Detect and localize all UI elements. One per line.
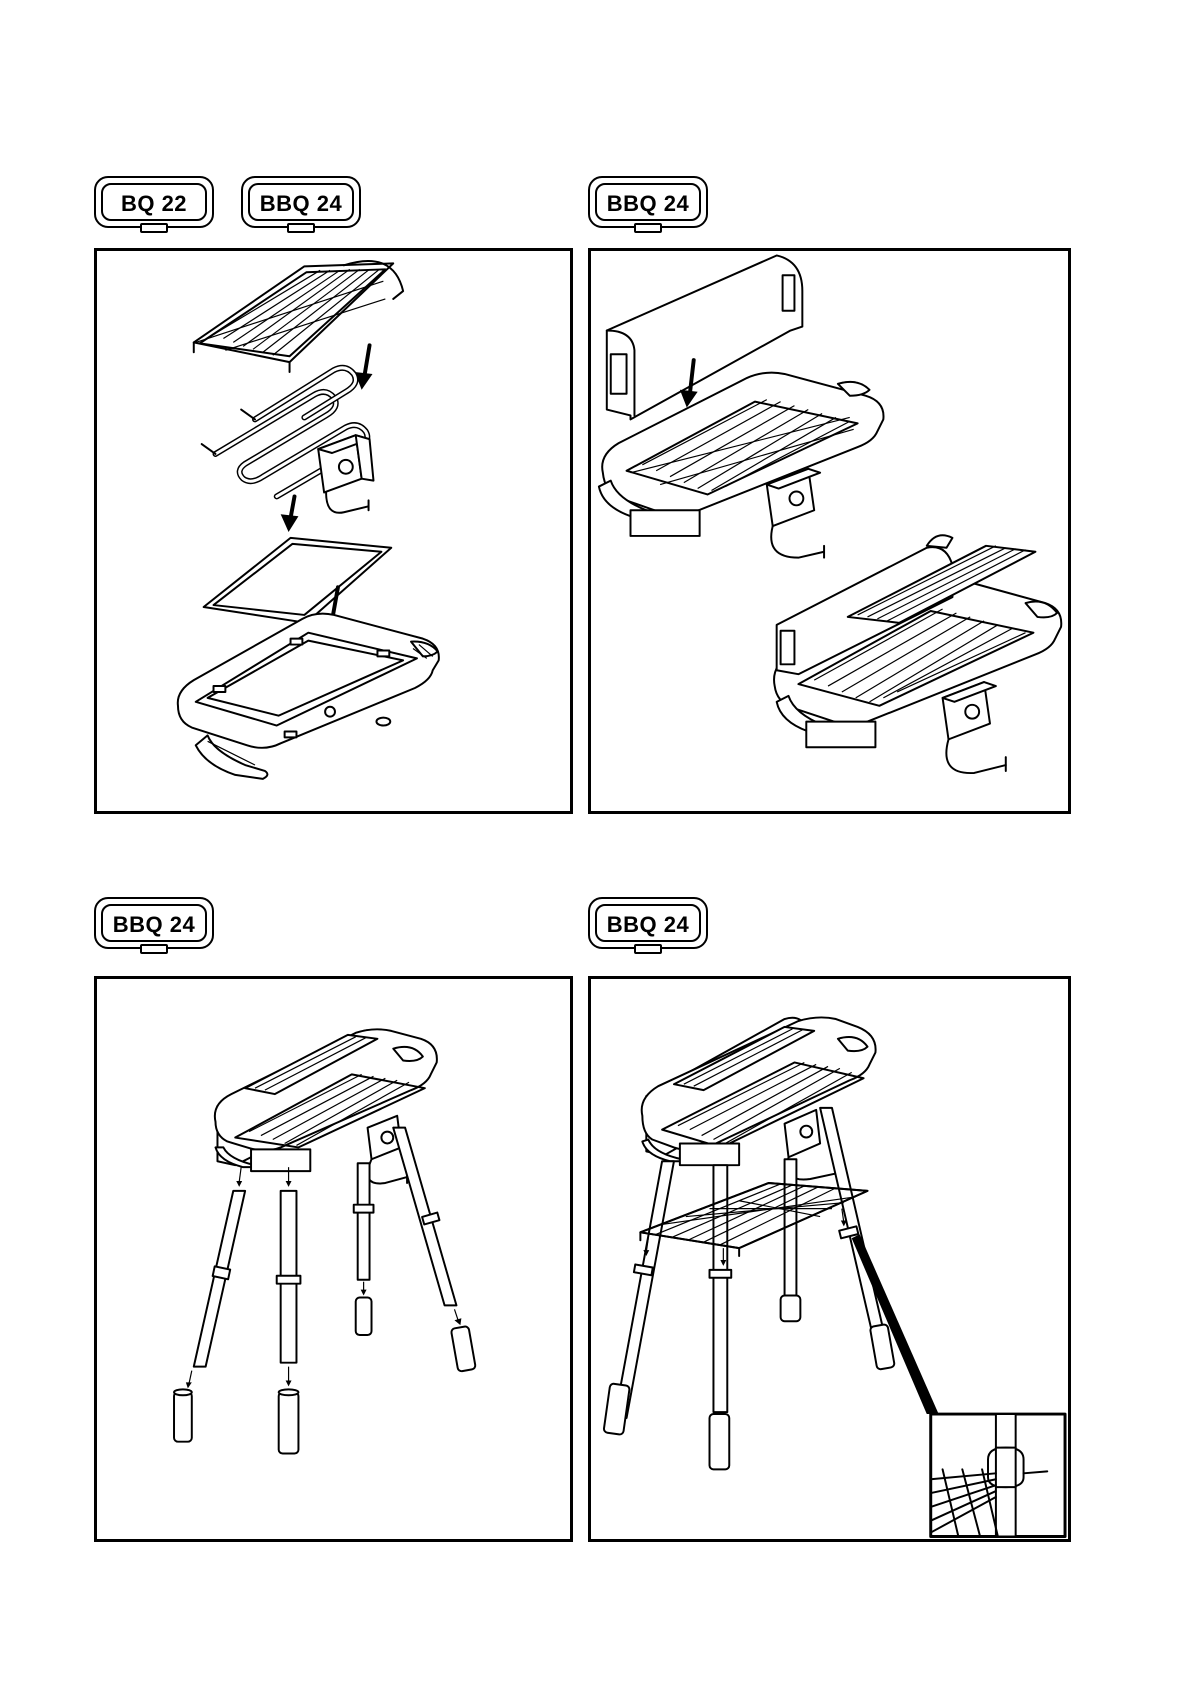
leg-back-right — [393, 1128, 476, 1372]
attach-shelf-illustration — [591, 979, 1068, 1539]
legs — [603, 1108, 894, 1469]
model-tag-label: BBQ 24 — [96, 912, 212, 938]
model-tag-bbq24: BBQ 24 — [241, 176, 361, 228]
model-tag-bbq24: BBQ 24 — [588, 176, 708, 228]
leg-back-left — [354, 1163, 374, 1335]
leg-front-right — [277, 1167, 301, 1453]
assembled-grill-with-shield — [774, 535, 1061, 773]
attach-legs-illustration — [97, 979, 570, 1539]
storage-shelf — [640, 1183, 867, 1256]
wind-shield-illustration — [591, 251, 1068, 811]
assembly-arrow — [281, 496, 299, 532]
grill-base — [178, 614, 439, 779]
model-tag-bbq24: BBQ 24 — [94, 897, 214, 949]
figure-panel-attach-legs — [94, 976, 573, 1542]
figure-panel-exploded-assembly — [94, 248, 573, 814]
model-tag-label: BBQ 24 — [590, 191, 706, 217]
model-tag-bq22: BQ 22 — [94, 176, 214, 228]
clip-detail-inset — [931, 1414, 1065, 1536]
model-tag-bbq24: BBQ 24 — [588, 897, 708, 949]
figure-panel-wind-shield — [588, 248, 1071, 814]
figure-panel-attach-shelf — [588, 976, 1071, 1542]
heating-element — [202, 368, 374, 513]
model-tag-label: BQ 22 — [96, 191, 212, 217]
leg-front-left — [174, 1167, 245, 1442]
grill-grate — [194, 261, 403, 372]
drip-tray — [204, 538, 392, 623]
model-tag-label: BBQ 24 — [590, 912, 706, 938]
model-tag-label: BBQ 24 — [243, 191, 359, 217]
exploded-assembly-illustration — [97, 251, 570, 811]
